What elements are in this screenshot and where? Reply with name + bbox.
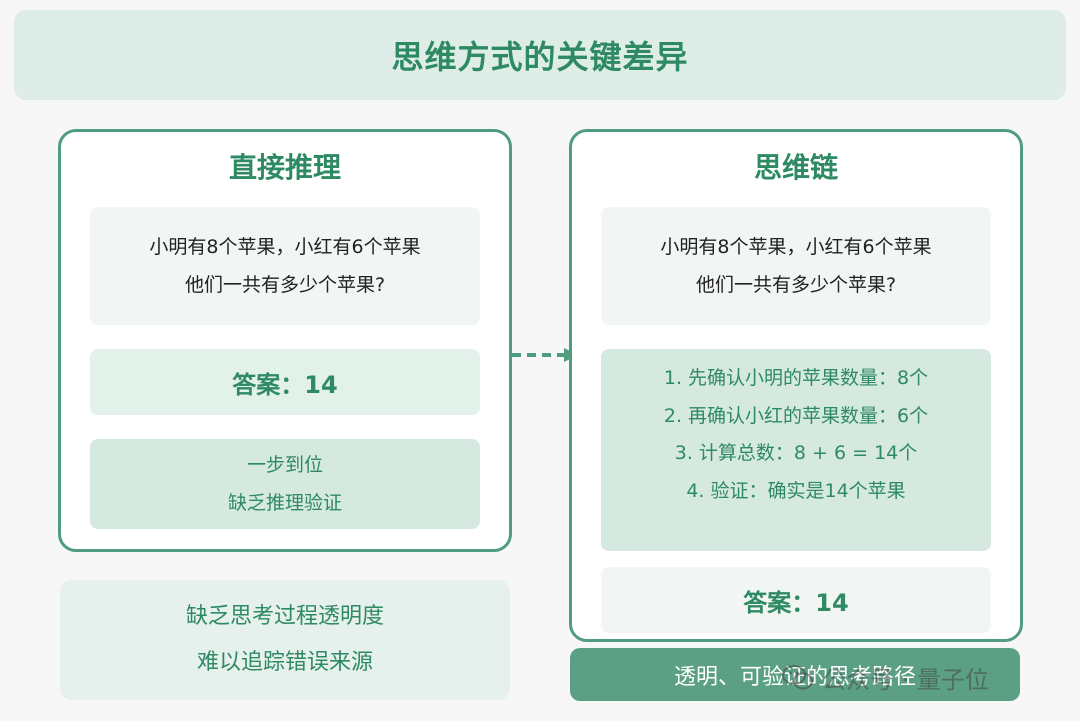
note-line: 缺乏推理验证 <box>227 492 342 514</box>
question-line: 小明有8个苹果，小红有6个苹果 <box>660 236 932 258</box>
step-line: 1. 先确认小明的苹果数量：8个 <box>663 367 929 389</box>
note-box: 一步到位 缺乏推理验证 <box>90 439 480 529</box>
answer-text: 答案：14 <box>232 370 338 399</box>
answer-text: 答案：14 <box>743 588 849 617</box>
chain-of-thought-title: 思维链 <box>753 151 838 184</box>
step-line: 4. 验证：确实是14个苹果 <box>686 479 906 502</box>
chain-of-thought-summary: 透明、可验证的思考路径 <box>570 648 1020 701</box>
summary-line: 难以追踪错误来源 <box>196 650 373 675</box>
answer-box: 答案：14 <box>90 349 480 415</box>
page-title: 思维方式的关键差异 <box>391 38 689 76</box>
note-line: 一步到位 <box>246 454 323 476</box>
direct-reasoning-summary: 缺乏思考过程透明度 难以追踪错误来源 <box>60 580 510 700</box>
step-line: 3. 计算总数：8 + 6 = 14个 <box>674 442 918 464</box>
direct-reasoning-panel: 直接推理 小明有8个苹果，小红有6个苹果 他们一共有多少个苹果? 答案：14 一… <box>58 129 512 552</box>
chain-of-thought-panel: 思维链 小明有8个苹果，小红有6个苹果 他们一共有多少个苹果? 1. 先确认小明… <box>569 129 1023 642</box>
question-line: 他们一共有多少个苹果? <box>184 274 386 296</box>
step-line: 2. 再确认小红的苹果数量：6个 <box>663 404 929 427</box>
direct-reasoning-title: 直接推理 <box>228 151 341 184</box>
wechat-icon <box>782 664 813 689</box>
watermark: 公众号 · 量子位 <box>782 660 989 695</box>
question-line: 小明有8个苹果，小红有6个苹果 <box>149 236 421 258</box>
title-banner: 思维方式的关键差异 <box>14 10 1066 100</box>
question-line: 他们一共有多少个苹果? <box>695 274 897 296</box>
answer-box: 答案：14 <box>601 567 991 633</box>
summary-line: 缺乏思考过程透明度 <box>185 604 384 629</box>
watermark-text: 公众号 · 量子位 <box>822 666 989 694</box>
steps-box: 1. 先确认小明的苹果数量：8个 2. 再确认小红的苹果数量：6个 3. 计算总… <box>601 349 991 551</box>
question-box: 小明有8个苹果，小红有6个苹果 他们一共有多少个苹果? <box>90 207 480 325</box>
question-box: 小明有8个苹果，小红有6个苹果 他们一共有多少个苹果? <box>601 207 991 325</box>
